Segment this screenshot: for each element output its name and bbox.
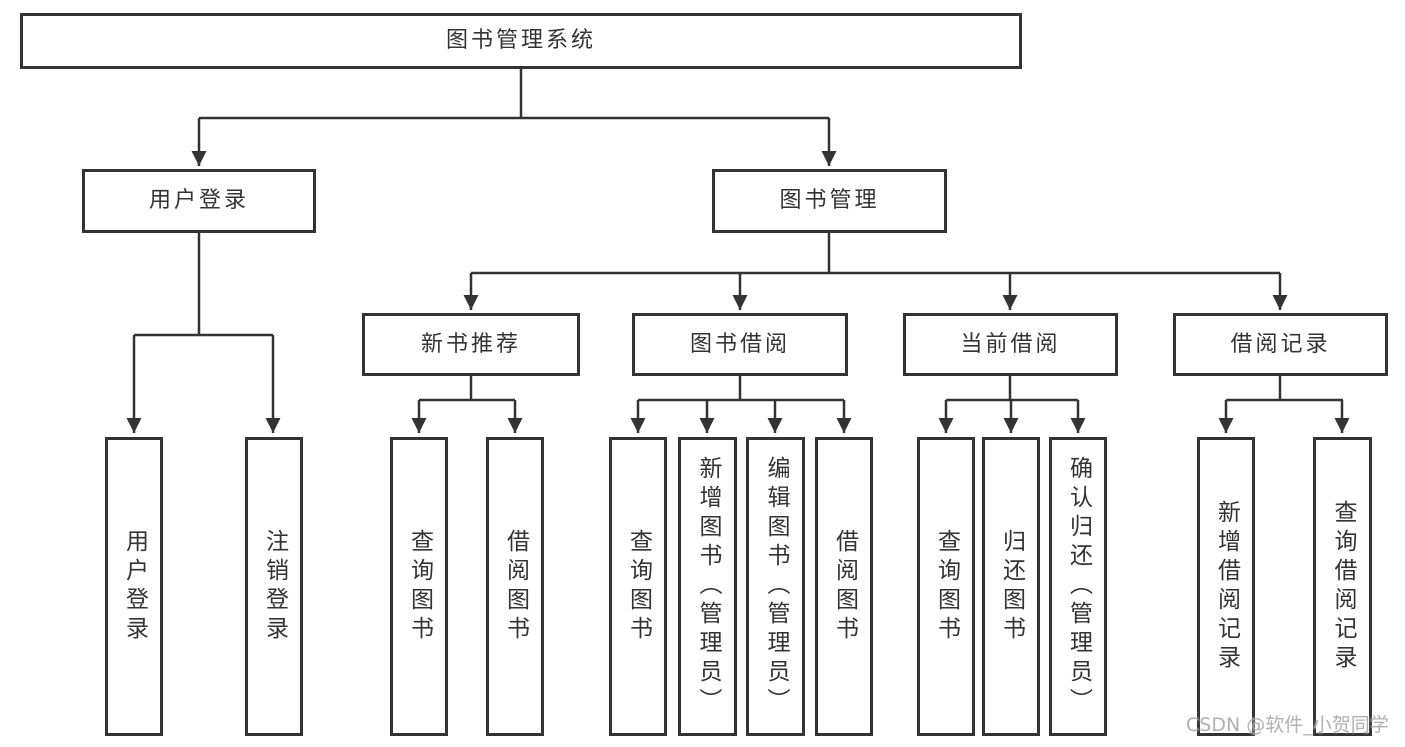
node-label: 新增借阅记录 [1213, 499, 1240, 674]
node-system-root: 图书管理系统 [20, 13, 1022, 69]
node-borrow-records: 借阅记录 [1173, 313, 1388, 376]
node-label: 新增图书（管理员） [695, 456, 721, 717]
node-book-management: 图书管理 [712, 169, 947, 233]
node-label: 图书借阅 [689, 331, 790, 357]
node-label: 图书管理系统 [445, 28, 596, 53]
leaf-borrow-books: 借阅图书 [815, 437, 873, 736]
node-label: 图书管理 [779, 188, 880, 213]
node-label: 新书推荐 [420, 331, 521, 357]
node-label: 当前借阅 [960, 331, 1061, 357]
node-new-book-recommend: 新书推荐 [362, 313, 580, 376]
leaf-query-books-current: 查询图书 [917, 437, 975, 736]
node-book-borrowing: 图书借阅 [632, 313, 848, 376]
leaf-add-books-admin: 新增图书（管理员） [678, 437, 737, 736]
leaf-user-login: 用户登录 [105, 437, 163, 736]
leaf-borrow-books-recommend: 借阅图书 [486, 437, 544, 736]
node-label: 注销登录 [261, 528, 288, 645]
leaf-logout: 注销登录 [245, 437, 303, 736]
leaf-add-borrow-record: 新增借阅记录 [1197, 437, 1255, 736]
node-label: 查询图书 [625, 528, 652, 645]
node-user-login: 用户登录 [82, 169, 316, 233]
watermark: CSDN @软件_小贺同学 [1186, 714, 1389, 736]
node-label: 借阅图书 [502, 528, 529, 645]
node-label: 查询借阅记录 [1330, 499, 1356, 674]
node-label: 查询图书 [933, 528, 960, 645]
leaf-query-books-recommend: 查询图书 [390, 437, 448, 736]
node-label: 确认归还（管理员） [1065, 456, 1092, 717]
leaf-query-books-borrowing: 查询图书 [609, 437, 667, 736]
node-label: 借阅记录 [1230, 331, 1331, 357]
leaf-confirm-return-admin: 确认归还（管理员） [1049, 437, 1107, 736]
leaf-query-borrow-record: 查询借阅记录 [1313, 437, 1372, 736]
tree-edges [126, 69, 1350, 433]
leaf-return-books: 归还图书 [982, 437, 1040, 736]
node-label: 编辑图书（管理员） [763, 456, 789, 717]
leaf-edit-books-admin: 编辑图书（管理员） [746, 437, 805, 736]
node-label: 查询图书 [406, 528, 433, 645]
node-label: 归还图书 [998, 528, 1025, 645]
node-label: 用户登录 [121, 528, 148, 645]
node-label: 借阅图书 [831, 528, 858, 645]
node-current-borrowing: 当前借阅 [903, 313, 1118, 376]
node-label: 用户登录 [148, 188, 249, 213]
